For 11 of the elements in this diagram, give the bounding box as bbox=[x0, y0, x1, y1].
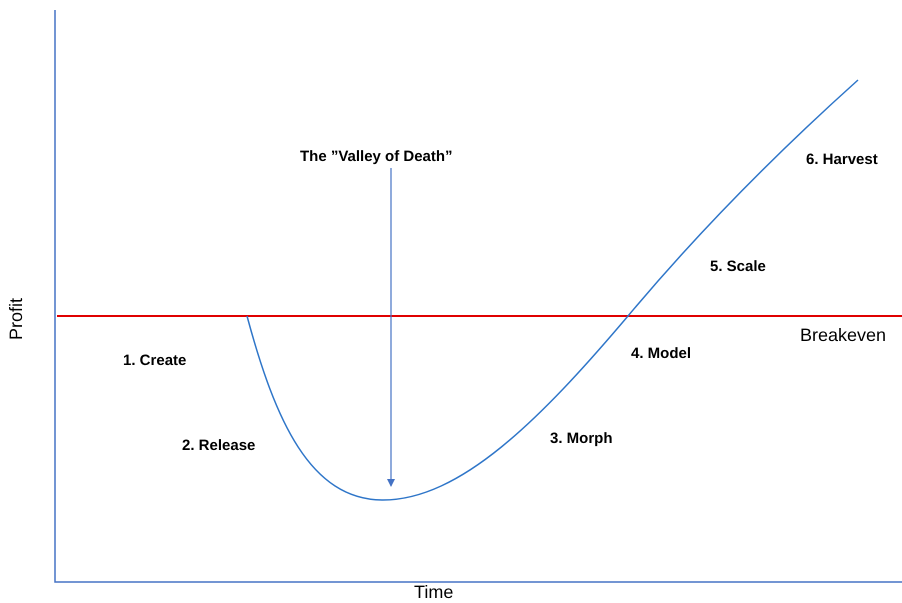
heading: The ”Valley of Death” bbox=[300, 148, 453, 165]
stage-label: 4. Model bbox=[631, 345, 692, 362]
stage-label: 3. Morph bbox=[550, 430, 612, 447]
stage-label: 2. Release bbox=[182, 437, 256, 454]
axis-label: Profit bbox=[6, 298, 27, 340]
line-label: Breakeven bbox=[800, 325, 886, 346]
stage-label: 5. Scale bbox=[710, 258, 766, 275]
arrow bbox=[387, 168, 395, 487]
stage-label: 1. Create bbox=[123, 352, 186, 369]
axis-label: Time bbox=[414, 582, 454, 603]
stage-label: 6. Harvest bbox=[806, 151, 878, 168]
